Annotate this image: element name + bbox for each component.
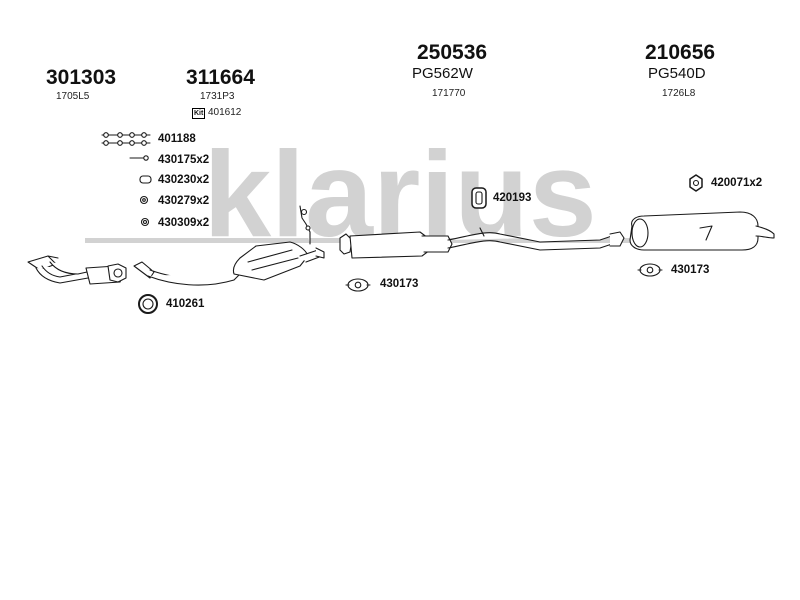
part-label-430173-front: 430173 [380,278,419,290]
clamp-430173-icon [345,278,371,292]
middle-silencer-part [339,227,625,259]
ref-number-2: 1731P3 [200,91,235,102]
main-part-number-1: 301303 [46,66,117,89]
ref-number-3: 171770 [432,88,466,99]
hex-nut-icon [689,174,703,192]
ref-number-1: 1705L5 [56,91,90,102]
nut-icon [140,217,150,227]
main-part-number-2: 311664 [186,66,255,89]
part-label-420193: 420193 [493,192,532,204]
part-label-420071: 420071x2 [711,177,763,189]
part-label-430175: 430175x2 [158,154,210,166]
part-label-410261: 410261 [166,298,205,310]
clamp-icon [139,175,152,184]
oem-number-3: PG562W [412,65,473,82]
oem-number-4: PG540D [648,65,706,82]
rubber-mount-icon [471,187,487,209]
ref-number-4: 1726L8 [662,88,696,99]
catalytic-converter-part [133,205,325,286]
part-label-401188: 401188 [158,133,196,145]
bolt-set-icon [101,132,151,146]
kit-number: 401612 [208,107,242,118]
part-label-430279: 430279x2 [158,195,210,207]
kit-badge: Kit [192,108,206,119]
rear-silencer-part [629,211,775,251]
washer-icon [139,195,149,205]
main-part-number-3: 250536 [417,41,488,64]
clamp-430173-rear-icon [637,263,663,277]
front-pipe-part [27,255,127,285]
bolt-icon [129,155,149,161]
part-label-430309: 430309x2 [158,217,210,229]
gasket-ring-icon [138,294,158,314]
part-label-430173-rear: 430173 [671,264,710,276]
main-part-number-4: 210656 [645,41,716,64]
part-label-430230: 430230x2 [158,174,210,186]
